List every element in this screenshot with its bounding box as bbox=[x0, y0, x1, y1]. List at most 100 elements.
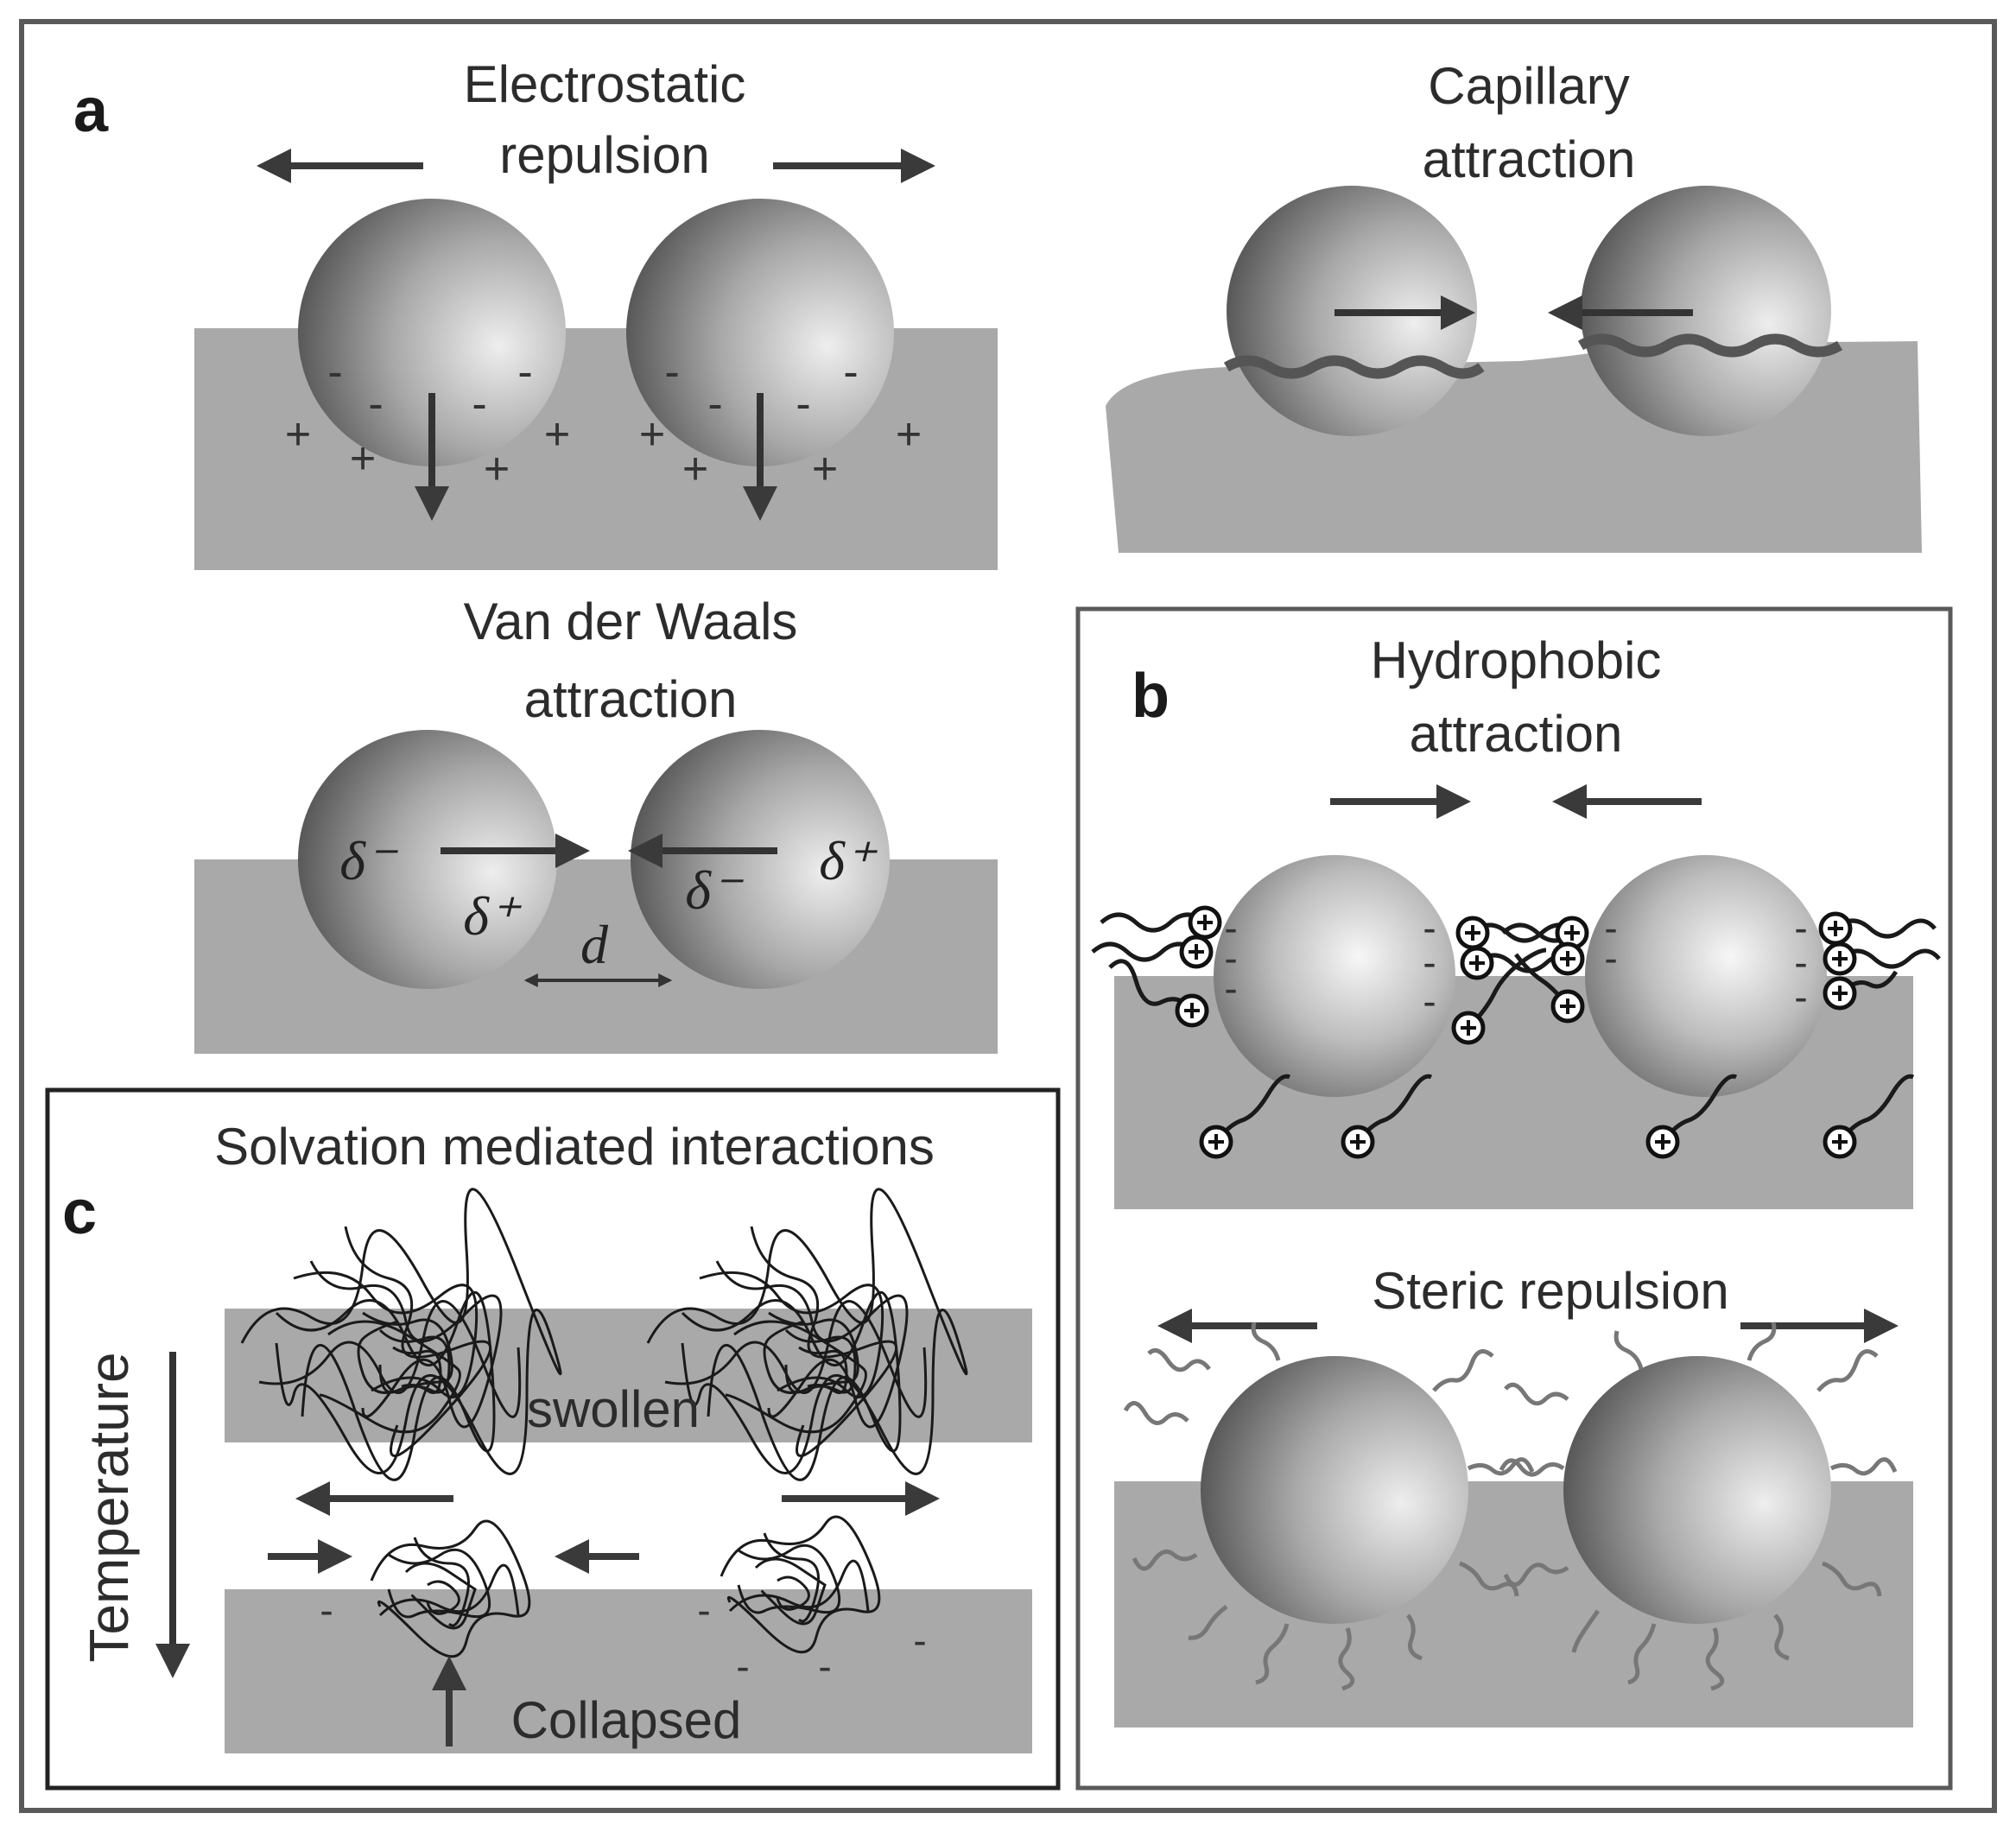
polymer-brush bbox=[1499, 1458, 1565, 1477]
minus-charge: - bbox=[796, 379, 810, 429]
minus-charge: - bbox=[1604, 935, 1617, 980]
plus-charge: + bbox=[350, 434, 376, 484]
surfactant-tail bbox=[1467, 948, 1547, 1030]
electrostatic-repulsion: Electrostatic repulsion - - - - - - - - … bbox=[194, 55, 998, 570]
vdw-label-line1: Van der Waals bbox=[464, 593, 798, 650]
surfactant-tail bbox=[1091, 941, 1198, 962]
minus-charge: - bbox=[1794, 940, 1807, 985]
plus-charge: + bbox=[484, 444, 510, 494]
polymer-brush bbox=[1132, 1549, 1198, 1571]
polymer-brush bbox=[1571, 1609, 1601, 1653]
polymer-brush bbox=[1467, 1457, 1535, 1476]
minus-charge: - bbox=[843, 347, 858, 397]
delta-minus-label: δ⁻ bbox=[339, 830, 398, 891]
panel-c-title: Solvation mediated interactions bbox=[214, 1118, 935, 1176]
polymer-brush bbox=[1613, 1330, 1644, 1370]
particle-sphere bbox=[1563, 1356, 1831, 1624]
minus-charge: - bbox=[320, 1588, 333, 1632]
minus-charge: - bbox=[327, 347, 342, 397]
panel-b-letter: b bbox=[1132, 662, 1170, 731]
swollen-label: swollen bbox=[527, 1380, 700, 1438]
particle-sphere bbox=[1585, 855, 1827, 1097]
minus-charge: - bbox=[1423, 905, 1436, 950]
particle-sphere bbox=[298, 199, 566, 466]
polymer-brush bbox=[1255, 1623, 1290, 1685]
minus-charge: - bbox=[697, 1588, 710, 1632]
minus-charge: - bbox=[1224, 905, 1237, 950]
temperature-label: Temperature bbox=[78, 1352, 140, 1662]
polymer-brush bbox=[1123, 1401, 1189, 1425]
minus-charge: - bbox=[736, 1644, 749, 1689]
van-der-waals-attraction: Van der Waals attraction δ⁻ δ⁺ δ⁻ δ⁺ d bbox=[194, 593, 998, 1054]
surfactant-tail bbox=[1834, 918, 1937, 939]
delta-minus-label: δ⁻ bbox=[685, 859, 744, 921]
panel-a-letter: a bbox=[73, 76, 109, 145]
minus-charge: - bbox=[1604, 905, 1617, 950]
polymer-brush bbox=[1822, 1561, 1882, 1597]
collapsed-label: Collapsed bbox=[511, 1691, 742, 1749]
meniscus-line bbox=[1223, 355, 1485, 379]
polymer-brush bbox=[1816, 1349, 1879, 1392]
particle-sphere bbox=[631, 730, 890, 989]
minus-charge: - bbox=[1224, 935, 1237, 980]
capillary-label-line2: attraction bbox=[1423, 130, 1636, 188]
particle-sphere bbox=[1581, 186, 1831, 436]
panel-c-letter: c bbox=[62, 1178, 97, 1247]
delta-plus-label: δ⁺ bbox=[819, 830, 878, 891]
capillary-label-line1: Capillary bbox=[1428, 57, 1629, 115]
surfactant-tail bbox=[1214, 1074, 1291, 1144]
particle-sphere bbox=[1214, 855, 1455, 1097]
minus-charge: - bbox=[818, 1644, 831, 1689]
polymer-brush bbox=[1705, 1627, 1725, 1691]
polymer-coil-collapsed bbox=[370, 1519, 531, 1658]
particle-sphere bbox=[1201, 1356, 1468, 1624]
plus-charge: + bbox=[896, 409, 922, 460]
minus-charge: - bbox=[1794, 974, 1807, 1019]
electrostatic-label-line1: Electrostatic bbox=[464, 55, 746, 113]
plus-charge: + bbox=[682, 444, 708, 494]
minus-charge: - bbox=[472, 379, 486, 429]
polymer-brush bbox=[1147, 1347, 1211, 1372]
plus-charge: + bbox=[544, 409, 570, 460]
minus-charge: - bbox=[1423, 979, 1436, 1024]
polymer-brush bbox=[1338, 1627, 1355, 1691]
polymer-coil-collapsed bbox=[720, 1515, 881, 1654]
hydrophobic-attraction: Hydrophobic attraction bbox=[1091, 631, 1941, 1209]
hydrophobic-label-line2: attraction bbox=[1410, 705, 1623, 763]
minus-charge: - bbox=[517, 347, 532, 397]
electrostatic-label-line2: repulsion bbox=[499, 126, 710, 184]
polymer-brush bbox=[1188, 1604, 1228, 1640]
polymer-brush bbox=[1747, 1322, 1777, 1361]
capillary-attraction: Capillary attraction bbox=[1106, 57, 1922, 553]
steric-label: Steric repulsion bbox=[1372, 1262, 1729, 1320]
polymer-brush bbox=[1251, 1322, 1281, 1361]
surfactant-tail bbox=[1108, 959, 1194, 1012]
polymer-brush bbox=[1432, 1349, 1494, 1392]
minus-charge: - bbox=[1423, 940, 1436, 985]
plus-charge: + bbox=[639, 409, 665, 460]
polymer-coil-swollen bbox=[646, 1188, 968, 1481]
minus-charge: - bbox=[913, 1618, 926, 1663]
steric-repulsion: Steric repulsion bbox=[1114, 1262, 1913, 1727]
distance-label: d bbox=[580, 914, 609, 975]
particle-sphere bbox=[298, 730, 557, 989]
minus-charge: - bbox=[707, 379, 722, 429]
polymer-coil-swollen bbox=[240, 1188, 562, 1481]
delta-plus-label: δ⁺ bbox=[463, 885, 522, 947]
plus-charge: + bbox=[285, 409, 311, 460]
particle-sphere bbox=[626, 199, 894, 466]
polymer-brush bbox=[1504, 1382, 1569, 1406]
minus-charge: - bbox=[368, 379, 383, 429]
polymer-brush bbox=[1773, 1613, 1790, 1661]
minus-charge: - bbox=[1794, 905, 1807, 950]
polymer-brush bbox=[1829, 1457, 1898, 1476]
vdw-label-line2: attraction bbox=[524, 670, 738, 728]
collapsed-state: - - - - - Collapsed bbox=[225, 1481, 1032, 1753]
panel-c-frame bbox=[45, 1087, 1061, 1791]
panel-b-frame bbox=[1075, 606, 1953, 1791]
plus-charge: + bbox=[812, 444, 838, 494]
surfactant-tail bbox=[1356, 1074, 1433, 1144]
swollen-state: swollen bbox=[225, 1188, 1032, 1481]
surfactant-tail bbox=[1100, 912, 1207, 933]
